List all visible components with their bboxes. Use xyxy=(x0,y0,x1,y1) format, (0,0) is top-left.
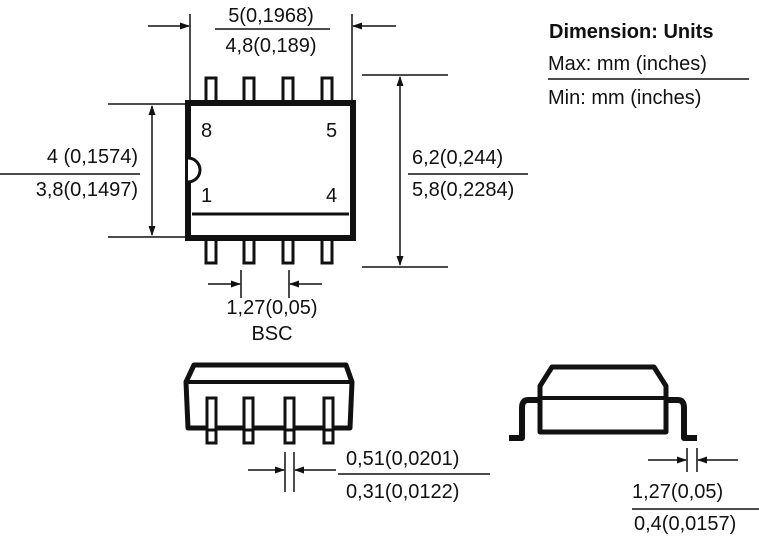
side-pin-stub xyxy=(322,396,335,432)
pitch-note: BSC xyxy=(251,323,292,345)
pitch-value: 1,27(0,05) xyxy=(226,297,317,319)
pin-label-4: 4 xyxy=(326,185,337,207)
side-pin-stub xyxy=(242,396,255,432)
foot-length-dimension xyxy=(632,448,759,510)
side-view xyxy=(183,362,355,445)
pin-label-5: 5 xyxy=(326,120,337,142)
lead-width-min: 0,31(0,0122) xyxy=(346,481,459,503)
body-length-min: 4,8(0,189) xyxy=(225,35,316,57)
pin-label-1: 1 xyxy=(201,185,212,207)
body-width-min: 3,8(0,1497) xyxy=(36,179,138,201)
body-width-max: 4 (0,1574) xyxy=(47,146,138,168)
overall-width-max: 6,2(0,244) xyxy=(412,147,503,169)
foot-length-min: 0,4(0,0157) xyxy=(634,513,736,535)
end-lead-left xyxy=(509,397,541,441)
body-width-dimension xyxy=(0,103,185,238)
legend-max-label: Max: mm (inches) xyxy=(548,53,707,75)
end-lead-right xyxy=(665,397,697,441)
lead-width-dimension xyxy=(248,452,490,492)
body-length-max: 5(0,1968) xyxy=(228,5,314,27)
side-pin-stub xyxy=(205,396,218,432)
overall-width-min: 5,8(0,2284) xyxy=(412,179,514,201)
legend-title: Dimension: Units xyxy=(549,21,713,43)
overall-width-dimension xyxy=(362,74,528,268)
end-view xyxy=(509,364,697,441)
side-pin-stub xyxy=(283,396,296,432)
legend-min-label: Min: mm (inches) xyxy=(548,87,701,109)
body-length-dimension xyxy=(148,14,396,100)
pitch-dimension xyxy=(208,270,322,298)
lead-width-max: 0,51(0,0201) xyxy=(346,448,459,470)
foot-length-max: 1,27(0,05) xyxy=(632,481,723,503)
top-view xyxy=(185,76,356,265)
orientation-notch xyxy=(187,156,202,184)
pin-label-8: 8 xyxy=(201,120,212,142)
